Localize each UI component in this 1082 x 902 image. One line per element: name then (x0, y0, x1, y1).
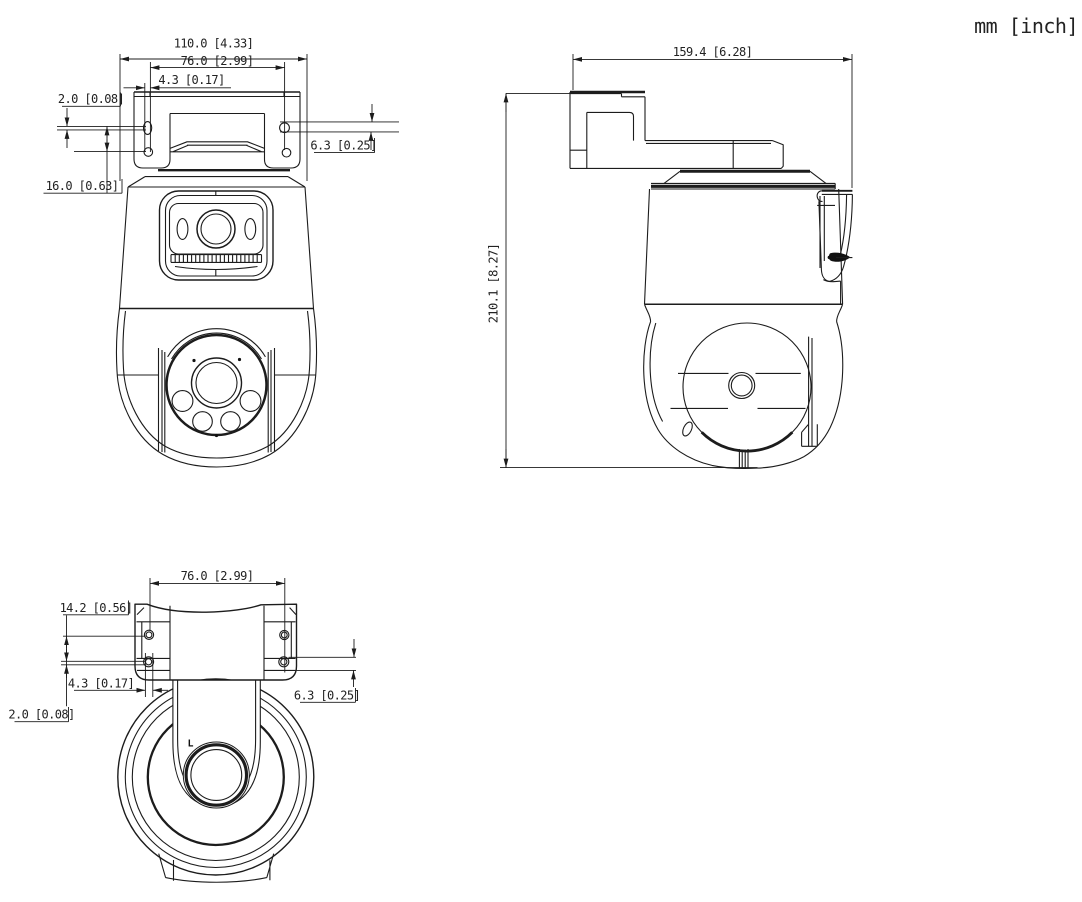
front-module-ir-led-left (176, 218, 189, 240)
front-module-ir-led-right (244, 218, 257, 240)
side-mount-bracket (569, 90, 784, 169)
front-dome-face-ring (165, 333, 268, 437)
bottom-view: L 76.0 [2.99] 14.2 [0.56] (8, 569, 361, 883)
bottom-hole-right-lower (278, 656, 290, 668)
front-fixed-camera-module (158, 190, 274, 281)
dim-side-overall-height: 210.1 [8.27] (487, 244, 501, 324)
front-module-lens (196, 209, 236, 249)
bottom-hole-left-lower (143, 656, 155, 668)
front-module-vent-strip (174, 254, 258, 263)
front-dome-led (171, 390, 194, 412)
front-camera-body (118, 169, 315, 310)
bottom-hole-left-upper (143, 629, 155, 640)
bottom-mount-plate (134, 603, 298, 681)
dim-side-overall-depth: 159.4 [6.28] (673, 45, 753, 59)
side-set-screw (728, 371, 756, 400)
dim-front-hole-edge-distance: 6.3 [0.25] (310, 139, 376, 153)
side-ptz-dome (643, 304, 844, 469)
side-dome-ball (682, 322, 812, 452)
dim-front-hole-spacing: 76.0 [2.99] (181, 54, 254, 68)
dim-front-overall-width: 110.0 [4.33] (174, 37, 254, 51)
front-view: 110.0 [4.33] 76.0 [2.99] 4.3 [0.17] 2.0 … (43, 37, 399, 468)
front-bracket-right-wing (263, 92, 301, 169)
side-dome-slot (682, 421, 693, 437)
front-dome-led (220, 411, 241, 432)
dim-bottom-hole-row-spacing: 14.2 [0.56] (60, 601, 133, 615)
dim-bottom-hole-spacing: 76.0 [2.99] (181, 569, 254, 583)
front-dome-led (239, 390, 262, 412)
front-mount-slot-left (142, 121, 153, 135)
side-camera-body (643, 188, 844, 305)
dim-front-hole-offset: 4.3 [0.17] (158, 73, 224, 87)
front-dome-lens (190, 357, 243, 409)
front-mount-hole-right-lower (281, 147, 292, 158)
front-dimensions: 110.0 [4.33] 76.0 [2.99] 4.3 [0.17] 2.0 … (43, 37, 399, 194)
bottom-hole-right-upper (279, 629, 290, 641)
front-dome-led (192, 411, 213, 432)
bottom-dimensions: 76.0 [2.99] 14.2 [0.56] 2.0 [0.08] 4.3 [… (8, 569, 361, 723)
side-wall-clip (816, 189, 853, 304)
bottom-base-tab (158, 853, 275, 883)
units-label: mm [inch] (974, 14, 1078, 38)
mold-marker: L (188, 739, 194, 750)
bottom-lens-opening (182, 741, 250, 809)
dim-front-plate-thickness: 2.0 [0.08] (58, 92, 124, 106)
dim-front-hole-row-spacing: 16.0 [0.63] (46, 179, 119, 193)
side-view: 159.4 [6.28] 210.1 [8.27] (487, 45, 853, 469)
side-dimensions: 159.4 [6.28] 210.1 [8.27] (487, 45, 853, 469)
front-ptz-dome (115, 308, 318, 468)
dim-bottom-hole-offset: 4.3 [0.17] (68, 676, 134, 690)
dim-bottom-hole-edge-distance: 6.3 [0.25] (294, 688, 360, 702)
front-bracket-left-wing (133, 92, 171, 169)
front-bracket-tray (169, 141, 265, 153)
dim-bottom-plate-thickness: 2.0 [0.08] (8, 708, 74, 722)
front-mount-bracket (133, 91, 301, 169)
side-top-disc (651, 169, 836, 190)
